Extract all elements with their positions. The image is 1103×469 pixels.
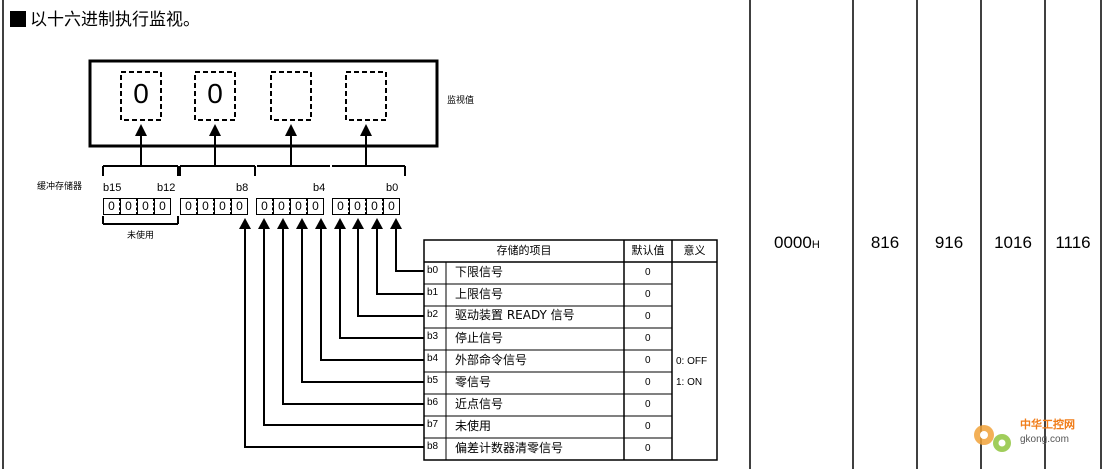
row-item: 零信号 — [455, 375, 492, 389]
bit-cell: 0 — [103, 198, 120, 215]
bit-cell: 0 — [154, 198, 171, 215]
row-item: 驱动装置 READY 信号 — [455, 308, 575, 322]
watermark-url: gkong.com — [1020, 434, 1069, 445]
address-axis3: 1016 — [994, 233, 1032, 252]
row-bit: b1 — [427, 287, 439, 298]
table-header-default: 默认值 — [631, 244, 665, 257]
row-item: 未使用 — [455, 419, 492, 433]
meaning-on: 1: ON — [676, 377, 703, 388]
row-bit: b7 — [427, 419, 439, 430]
monitor-digit: 0 — [133, 78, 149, 109]
row-item: 下限信号 — [455, 265, 504, 279]
watermark-text: 中华工控网 — [1020, 418, 1075, 431]
nibble-arrows — [102, 134, 406, 176]
row-bit: b6 — [427, 397, 439, 408]
address-axis2: 916 — [934, 233, 964, 252]
row-item: 上限信号 — [455, 287, 504, 301]
row-item: 近点信号 — [455, 397, 504, 411]
row-default: 0 — [645, 333, 651, 344]
unused-label: 未使用 — [127, 231, 155, 241]
bit-cell: 0 — [332, 198, 349, 215]
bit-label: b12 — [157, 182, 176, 194]
item-table — [423, 239, 718, 461]
bit-cell: 0 — [349, 198, 366, 215]
row-default: 0 — [645, 377, 651, 388]
initial-value: 0000H — [774, 233, 820, 252]
bit-label: b15 — [103, 182, 122, 194]
bit-cell: 0 — [197, 198, 214, 215]
monitor-digit-box — [194, 71, 236, 121]
bit-cell: 0 — [273, 198, 290, 215]
address-axis4: 1116 — [1055, 233, 1091, 252]
row-default: 0 — [645, 289, 651, 300]
bit-cell: 0 — [290, 198, 307, 215]
watermark-logo: 中华工控网 gkong.com — [968, 413, 1075, 466]
bit-cell: 0 — [120, 198, 137, 215]
row-item: 停止信号 — [455, 331, 504, 345]
row-default: 0 — [645, 355, 651, 366]
row-bit: b4 — [427, 353, 439, 364]
row-bit: b5 — [427, 375, 439, 386]
table-header-item: 存储的项目 — [496, 244, 552, 257]
row-item: 外部命令信号 — [455, 353, 528, 367]
table-header-meaning: 意义 — [683, 244, 706, 257]
bit-cell: 0 — [366, 198, 383, 215]
gear-icon — [974, 425, 1011, 452]
bit-lines — [244, 226, 424, 448]
row-bit: b2 — [427, 309, 439, 320]
bit-cell: 0 — [180, 198, 197, 215]
square-bullet-icon — [10, 11, 26, 27]
monitor-digit-box — [120, 71, 162, 121]
row-bit: b8 — [427, 441, 439, 452]
monitor-display — [88, 59, 439, 148]
monitor-digit: 0 — [207, 78, 223, 109]
row-default: 0 — [645, 399, 651, 410]
bit-cell: 0 — [231, 198, 248, 215]
buffer-label: 缓冲存储器 — [37, 182, 83, 192]
row-default: 0 — [645, 443, 651, 454]
row-default: 0 — [645, 311, 651, 322]
bit-label: b0 — [386, 182, 399, 194]
bit-cell: 0 — [307, 198, 324, 215]
bit-label: b4 — [313, 182, 326, 194]
row-item: 偏差计数器清零信号 — [455, 441, 564, 455]
meaning-off: 0: OFF — [676, 356, 708, 367]
monitor-digit-box — [270, 71, 312, 121]
section-heading: 以十六进制执行监视。 — [10, 11, 200, 29]
address-axis1: 816 — [870, 233, 900, 252]
monitor-digit-box — [345, 71, 387, 121]
monitor-value-label: 监视值 — [447, 96, 475, 106]
bit-cell: 0 — [256, 198, 273, 215]
row-bit: b3 — [427, 331, 439, 342]
row-default: 0 — [645, 267, 651, 278]
bit-cell: 0 — [383, 198, 400, 215]
row-default: 0 — [645, 421, 651, 432]
bit-cell: 0 — [137, 198, 154, 215]
bit-label: b8 — [236, 182, 249, 194]
row-bit: b0 — [427, 265, 439, 276]
bit-cell: 0 — [214, 198, 231, 215]
